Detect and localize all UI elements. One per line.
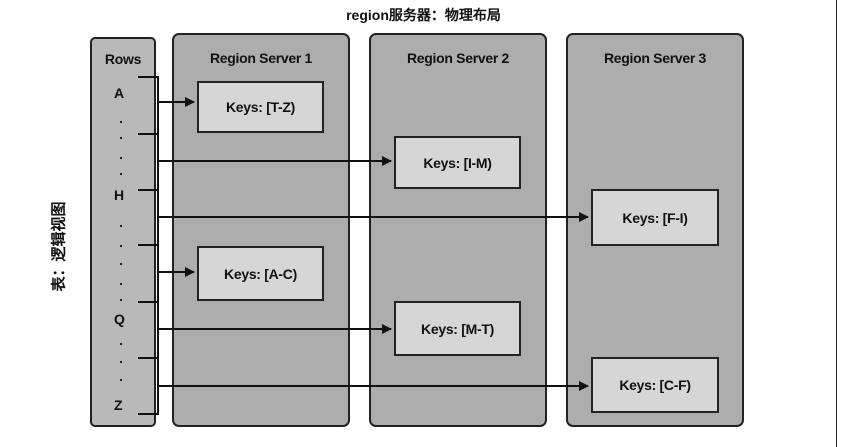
page-edge-rule bbox=[836, 0, 837, 447]
rows-panel: Rows A H Q Z bbox=[90, 37, 156, 427]
region-box-a-c: Keys: [A-C) bbox=[197, 246, 324, 301]
row-ellipsis-dot bbox=[120, 379, 122, 381]
row-ellipsis-dot bbox=[120, 225, 122, 227]
row-ellipsis-dot bbox=[120, 299, 122, 301]
row-ellipsis-dot bbox=[120, 361, 122, 363]
row-label-q: Q bbox=[114, 311, 125, 327]
rows-header: Rows bbox=[104, 51, 142, 67]
row-ellipsis-dot bbox=[120, 343, 122, 345]
row-ellipsis-dot bbox=[120, 245, 122, 247]
region-keys-f-i: Keys: [F-I) bbox=[622, 209, 688, 226]
row-ellipsis-dot bbox=[120, 263, 122, 265]
range-bracket-i-m bbox=[138, 134, 159, 191]
row-ellipsis-dot bbox=[120, 157, 122, 159]
region-box-t-z: Keys: [T-Z) bbox=[197, 81, 324, 133]
region-keys-t-z: Keys: [T-Z) bbox=[225, 99, 296, 115]
region-box-c-f: Keys: [C-F) bbox=[591, 357, 719, 413]
diagram-title: region服务器：物理布局 bbox=[346, 7, 501, 23]
range-bracket-c-f bbox=[138, 358, 159, 415]
region-keys-c-f: Keys: [C-F) bbox=[619, 377, 691, 393]
row-ellipsis-dot bbox=[120, 173, 122, 175]
region-server-2-title: Region Server 2 bbox=[406, 50, 510, 66]
region-server-3-title: Region Server 3 bbox=[603, 50, 707, 66]
region-server-2: Region Server 2 bbox=[369, 33, 547, 427]
region-keys-i-m: Keys: [I-M) bbox=[423, 154, 492, 171]
row-ellipsis-dot bbox=[120, 283, 122, 285]
region-keys-m-t: Keys: [M-T) bbox=[421, 320, 494, 337]
region-server-1-title: Region Server 1 bbox=[209, 50, 313, 66]
row-label-a: A bbox=[114, 85, 125, 101]
row-ellipsis-dot bbox=[120, 121, 122, 123]
region-box-f-i: Keys: [F-I) bbox=[591, 189, 719, 246]
region-box-i-m: Keys: [I-M) bbox=[394, 136, 521, 189]
region-keys-a-c: Keys: [A-C) bbox=[224, 265, 297, 282]
range-bracket-a-c bbox=[138, 245, 159, 303]
row-label-z: Z bbox=[114, 397, 123, 413]
range-bracket-m-t bbox=[138, 302, 159, 359]
row-ellipsis-dot bbox=[120, 137, 122, 139]
range-bracket-f-i bbox=[138, 190, 159, 246]
region-box-m-t: Keys: [M-T) bbox=[394, 301, 521, 356]
range-bracket-t-z bbox=[138, 76, 159, 135]
row-label-h: H bbox=[114, 187, 125, 203]
